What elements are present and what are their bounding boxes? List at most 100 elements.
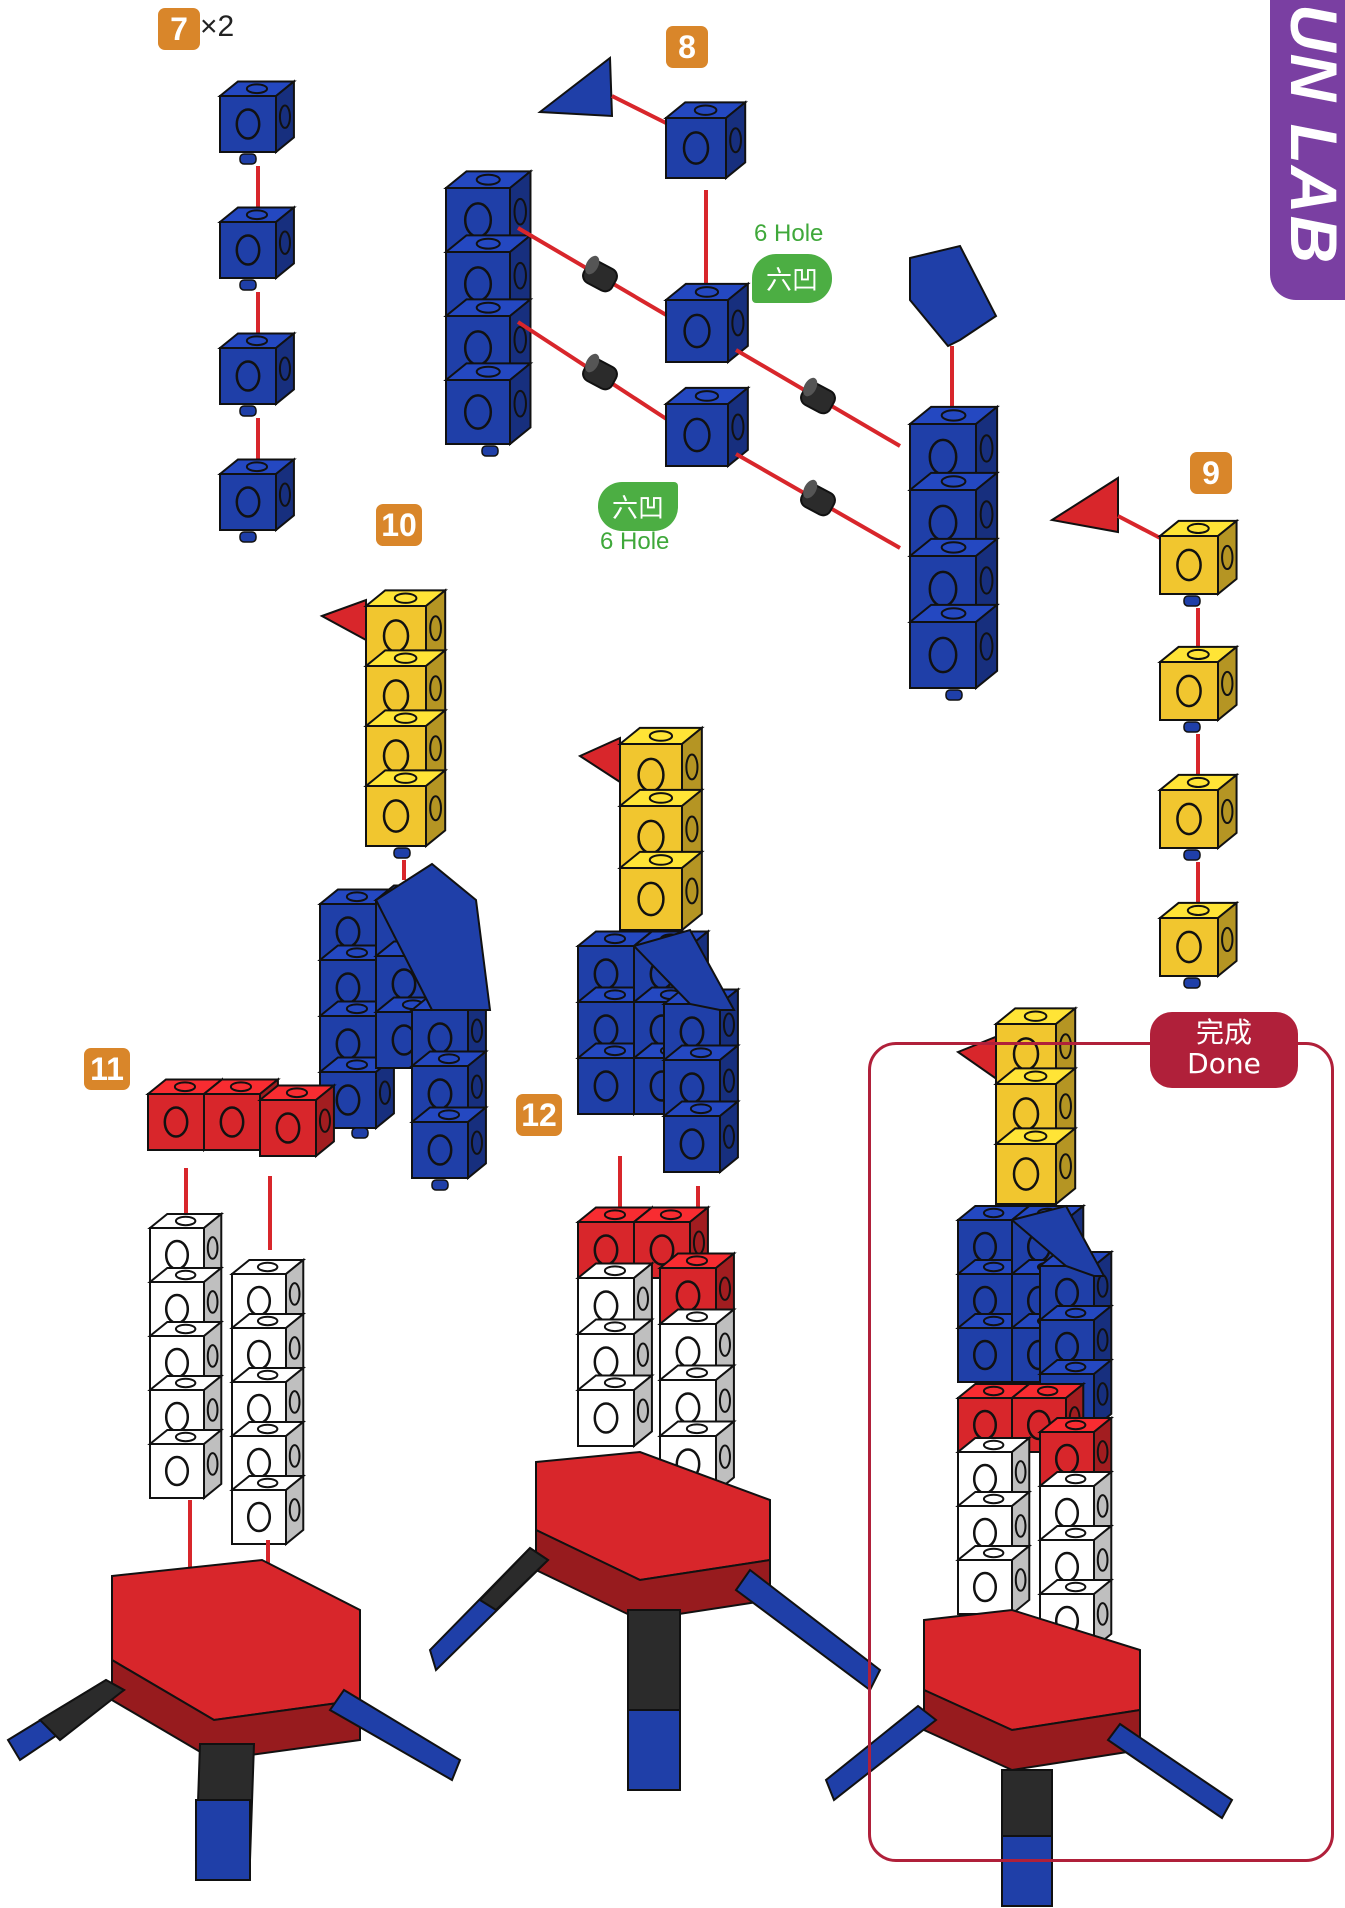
step12-yellow-column-cube-2-top-hole — [648, 854, 674, 866]
done-blue-col-c-cube-2-side — [1093, 1357, 1113, 1431]
step7-cube-3-side-hole — [278, 482, 291, 507]
done-white-col-a-cube-1-side-hole — [1014, 1514, 1027, 1538]
done-white-col-b-cube-0-top-hole — [1064, 1473, 1087, 1485]
step11-white-col-b-cube-0-side-hole — [288, 1282, 301, 1306]
step-9-number: 9 — [1202, 454, 1220, 491]
done-white-col-b-cube-1 — [1037, 1523, 1115, 1597]
step11-white-col-a-cube-4 — [147, 1427, 225, 1501]
step10-yellow-column-cube-3 — [363, 768, 449, 849]
step-7-multiplier: ×2 — [200, 10, 235, 43]
step11-white-col-b-cube-1-top-hole — [256, 1315, 279, 1327]
step9-cube-0-front — [1159, 535, 1219, 595]
step11-red-b-cube-0-hole — [219, 1106, 245, 1138]
step10-body-col-a-cube-2-top-hole — [345, 1003, 369, 1015]
done-badge: 完成 Done — [1150, 1012, 1298, 1088]
done-leg-front-tip — [1001, 1835, 1053, 1907]
step12-red-c-cube-0-top-hole — [685, 1255, 709, 1267]
step12-leg-right — [734, 1568, 882, 1692]
step11-white-col-a-cube-2-top-hole — [174, 1323, 197, 1335]
step12-leg-front-tip — [627, 1709, 681, 1791]
done-white-col-a-cube-2-hole — [972, 1571, 998, 1603]
step-8-badge: 8 — [666, 26, 708, 68]
step11-red-a-cube-0-top-hole — [173, 1081, 197, 1093]
step12-leg-left-inner — [478, 1546, 550, 1612]
step12-yellow-column-cube-2 — [617, 849, 705, 933]
step-11-diagram — [6, 1077, 462, 1881]
step12-yellow-column-cube-0 — [617, 725, 705, 809]
step-12-badge: 12 — [516, 1094, 562, 1136]
step8-connector-wedge — [611, 94, 669, 126]
step11-white-col-b-cube-4-side — [285, 1473, 305, 1547]
step7-peg-2 — [239, 405, 257, 417]
step10-body-col-c-cube-2-side-hole — [470, 1130, 483, 1155]
step11-white-col-b — [229, 1257, 307, 1547]
step7-cube-0-side — [275, 79, 295, 155]
step11-white-col-a — [147, 1211, 225, 1501]
step12-blue-col-c-cube-2-hole — [679, 1128, 705, 1160]
step7-cube-2-front — [219, 347, 277, 405]
step12-blue-col-a-cube-1-top-hole — [603, 989, 627, 1001]
done-blue-col-c-cube-2-side-hole — [1096, 1382, 1109, 1406]
step7-cube-3 — [217, 457, 297, 533]
step12-yellow-column-cube-2-hole — [637, 881, 665, 917]
step10-yellow-column-cube-3-side — [425, 768, 447, 849]
step7-cube-2-hole — [235, 360, 261, 392]
step10-yellow-peg — [393, 847, 411, 859]
step12-white-col-a — [575, 1261, 655, 1449]
step11-leg-front-tip — [195, 1799, 251, 1881]
done-red-c-cube-0-top-hole — [1064, 1419, 1087, 1431]
step7-peg-1 — [239, 279, 257, 291]
step12-red-c-cube-0-side-hole — [718, 1276, 731, 1301]
done-blue-col-c-cube-2-top-hole — [1064, 1361, 1087, 1373]
step8-cube-top-hole — [682, 131, 710, 165]
step8-axle-4-end — [803, 479, 818, 499]
step11-red-b-cube-0-top-hole — [229, 1081, 253, 1093]
step11-red-c-cube-0-top-hole — [285, 1087, 309, 1099]
step12-white-col-a-cube-2-top-hole — [603, 1377, 627, 1389]
step9-peg-3 — [1183, 977, 1201, 989]
step8-cube-mid — [663, 281, 751, 365]
step11-white-col-b-cube-4-front — [231, 1489, 287, 1545]
step8-cube-low-front — [665, 403, 729, 467]
step12-white-col-b-cube-0-top-hole — [685, 1311, 709, 1323]
done-blue-col-c-cube-1-top-hole — [1064, 1307, 1087, 1319]
step9-cube-3-hole — [1176, 930, 1202, 964]
step9-cube-1-side — [1217, 644, 1238, 723]
step8-right-column-cube-0-top-hole — [940, 409, 967, 422]
step12-yellow-column-cube-1-top-hole — [648, 792, 674, 804]
step10-yellow-column-cube-3-side-hole — [429, 795, 442, 822]
step12-yellow-column-cube-2-front — [619, 867, 683, 931]
done-base — [923, 1608, 1141, 1772]
step12-white-col-b-cube-2-side — [715, 1419, 735, 1495]
step8-left-column-cube-1-side-hole — [513, 261, 527, 290]
step7-cube-1-side — [275, 205, 295, 281]
step9-cube-3-side-hole — [1221, 926, 1234, 953]
step11-white-col-a-cube-0-top-hole — [174, 1215, 197, 1227]
step12-yellow-column-cube-0-top-hole — [648, 730, 674, 742]
done-red-c-cube-0-side-hole — [1096, 1440, 1109, 1464]
step12-white-col-a-cube-2-front — [577, 1389, 635, 1447]
step7-cube-3-front — [219, 473, 277, 531]
done-yellow-column-cube-0-side-hole — [1059, 1033, 1072, 1060]
step8-cube-top-side — [725, 100, 747, 181]
step-8-diagram — [443, 56, 1000, 701]
step12-blue-col-c-cube-2 — [661, 1099, 741, 1175]
step9-peg-1 — [1183, 721, 1201, 733]
done-white-col-b-cube-2-side-hole — [1096, 1602, 1109, 1626]
step11-white-col-a-cube-0-side-hole — [206, 1236, 219, 1260]
step11-white-col-a-cube-4-front — [149, 1443, 205, 1499]
step11-red-c-cube-0 — [257, 1083, 337, 1159]
step9-cube-2-front — [1159, 789, 1219, 849]
step7-cube-2-side — [275, 331, 295, 407]
step8-left-column-cube-0-top-hole — [475, 173, 501, 186]
step11-red-c-cube-0-side — [315, 1083, 335, 1159]
step10-yellow-column-cube-3-hole — [382, 799, 410, 833]
step10-yellow-column — [363, 588, 449, 849]
step8-right-column-cube-0-side-hole — [979, 434, 994, 463]
done-white-col-a-cube-1-top-hole — [982, 1493, 1005, 1505]
step8-right-wedge — [909, 244, 998, 348]
step-9-diagram — [1049, 476, 1240, 989]
step12-white-col-a-cube-1-side-hole — [636, 1342, 649, 1367]
done-blue-col-c-cube-1-side-hole — [1096, 1328, 1109, 1352]
step12-yellow-column — [617, 725, 705, 933]
